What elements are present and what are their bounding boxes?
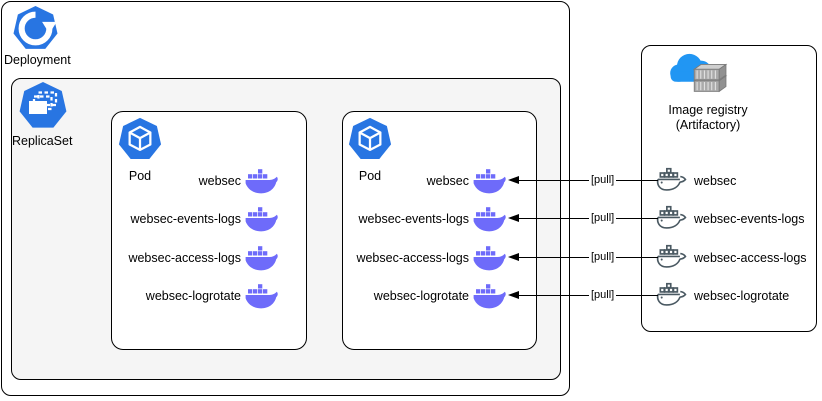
docker-whale-icon: [472, 206, 508, 233]
container-row: websec-logrotate: [118, 277, 280, 315]
pull-arrow: [pull]: [508, 250, 658, 265]
docker-whale-icon: [472, 245, 508, 272]
container-row: websec-events-logs: [346, 200, 508, 238]
docker-whale-icon: [244, 283, 280, 310]
kubernetes-deployment-icon: [11, 5, 60, 52]
docker-whale-icon: [472, 168, 508, 195]
pod-label-1: Pod: [128, 169, 152, 183]
registry-title: Image registry: [668, 103, 748, 117]
deployment-label: Deployment: [4, 53, 71, 67]
replicaset-label: ReplicaSet: [12, 134, 73, 148]
docker-outline-icon: [654, 205, 691, 233]
pull-label: [pull]: [589, 211, 617, 226]
docker-outline-icon: [654, 167, 691, 195]
image-row: websec-access-logs: [654, 239, 820, 277]
container-label: websec: [426, 174, 469, 188]
pull-label: [pull]: [589, 250, 617, 265]
docker-outline-icon: [654, 244, 691, 272]
container-row: websec-logrotate: [346, 277, 508, 315]
image-row: websec: [654, 162, 820, 200]
container-row: websec-access-logs: [118, 239, 280, 277]
container-label: websec-logrotate: [145, 289, 241, 303]
image-label: websec-access-logs: [694, 251, 807, 265]
container-label: websec-events-logs: [130, 212, 241, 226]
pod-label-2: Pod: [358, 169, 382, 183]
container-row: websec: [118, 162, 280, 200]
kubernetes-replicaset-icon: [17, 81, 69, 131]
image-row: websec-events-logs: [654, 200, 820, 238]
image-label: websec-events-logs: [694, 212, 805, 226]
pod-1-container-list: websec websec-events-logs websec-access-…: [118, 0, 280, 401]
pull-arrow: [pull]: [508, 211, 658, 226]
registry-subtitle: (Artifactory): [675, 118, 741, 132]
image-label: websec-logrotate: [694, 289, 790, 303]
container-label: websec-events-logs: [358, 212, 469, 226]
container-label: websec-access-logs: [128, 251, 241, 265]
registry-image-list: websec websec-events-logs websec-access-…: [654, 0, 820, 401]
container-row: websec-access-logs: [346, 239, 508, 277]
docker-whale-icon: [472, 283, 508, 310]
image-row: websec-logrotate: [654, 277, 820, 315]
container-label: websec-access-logs: [356, 251, 469, 265]
pod-2-container-list: websec websec-events-logs websec-access-…: [346, 0, 508, 401]
docker-whale-icon: [244, 245, 280, 272]
container-row: websec-events-logs: [118, 200, 280, 238]
pull-label: [pull]: [589, 288, 617, 303]
container-label: websec-logrotate: [373, 289, 469, 303]
container-label: websec: [198, 174, 241, 188]
pull-arrow: [pull]: [508, 173, 658, 188]
docker-whale-icon: [244, 168, 280, 195]
docker-whale-icon: [244, 206, 280, 233]
image-label: websec: [694, 174, 737, 188]
pull-arrow: [pull]: [508, 288, 658, 303]
pull-label: [pull]: [589, 173, 617, 188]
docker-outline-icon: [654, 282, 691, 310]
container-row: websec: [346, 162, 508, 200]
